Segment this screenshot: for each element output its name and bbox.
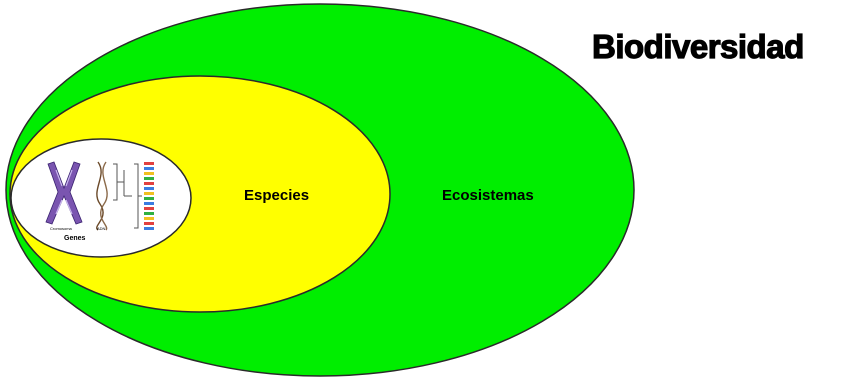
page-title: Biodiversidad [591, 27, 804, 65]
genes-label: Genes [64, 235, 86, 242]
chromosome-icon [45, 161, 83, 225]
ecosystems-label: Ecosistemas [442, 187, 534, 204]
chromosome-caption: Cromosoma [50, 226, 73, 231]
bracket-connectors [113, 163, 142, 229]
dna-strand-icon [96, 161, 108, 231]
dna-caption: ADN [97, 226, 106, 231]
genes-ellipse [10, 138, 192, 258]
base-pair-ladder [144, 162, 154, 230]
species-label: Especies [244, 187, 309, 204]
